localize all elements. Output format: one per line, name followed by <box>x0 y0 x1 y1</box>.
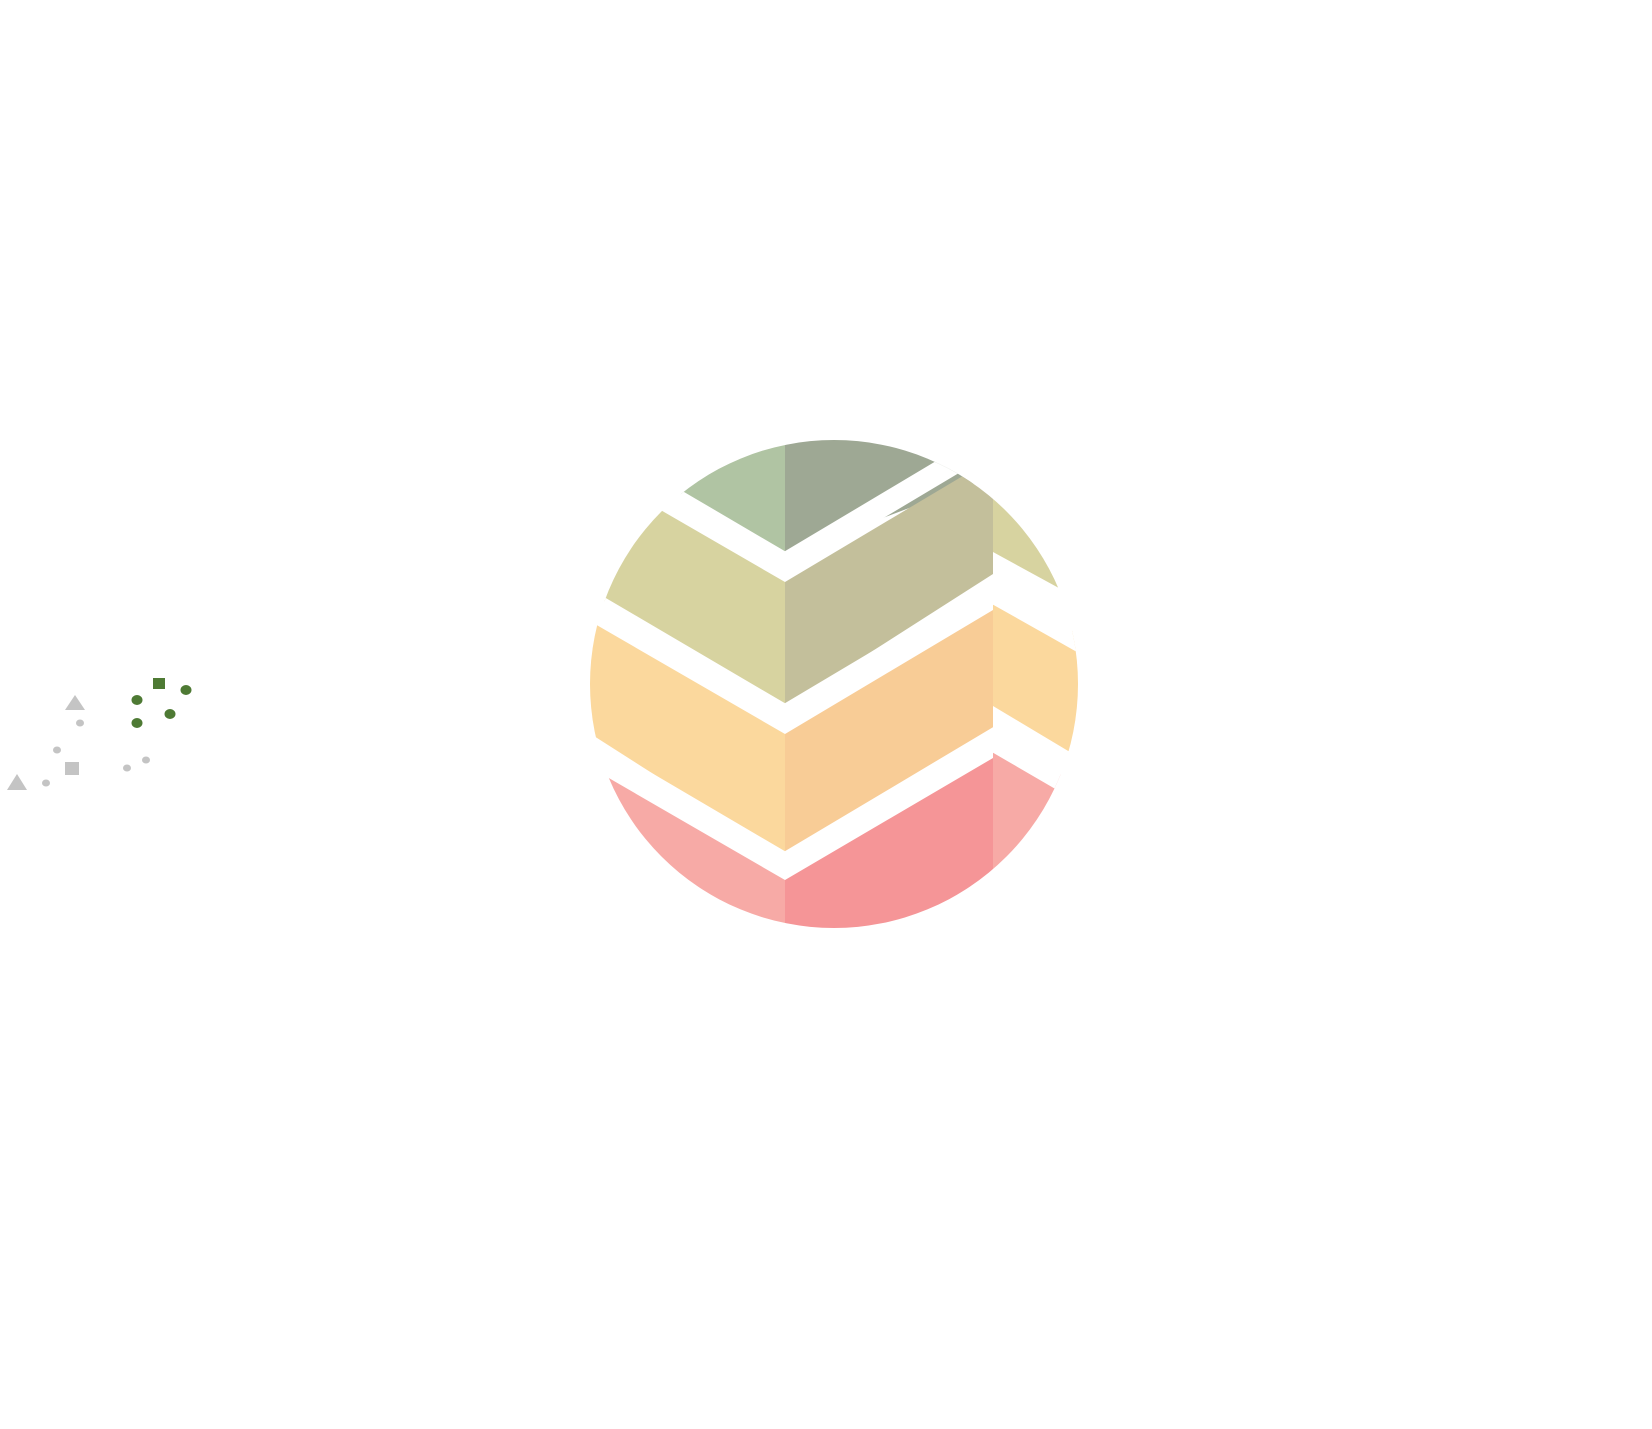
app-logo-icon <box>590 440 1078 928</box>
logo-band-olive <box>590 440 785 707</box>
logo-band-yellow <box>590 544 785 858</box>
loading-indicator-icon <box>0 660 200 790</box>
